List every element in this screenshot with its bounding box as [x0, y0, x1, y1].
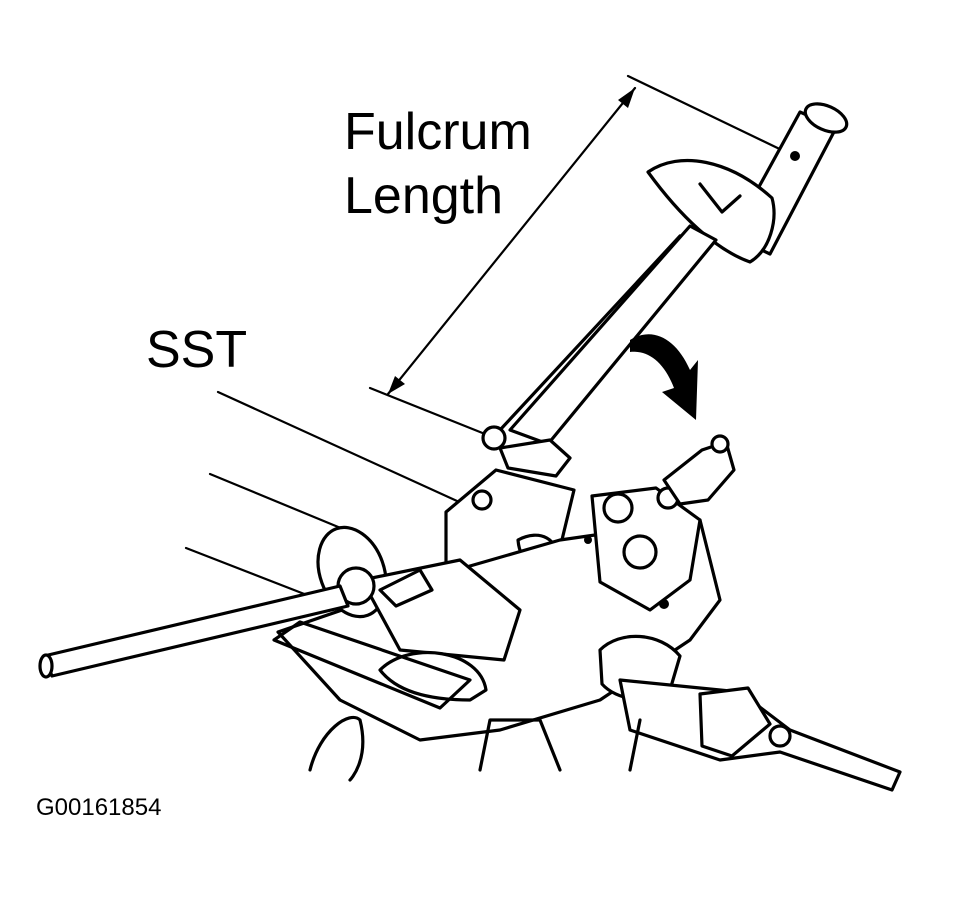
sst-leader-line: [216, 390, 470, 508]
valve-fitting: [662, 440, 736, 506]
dimension-arrowhead-bottom: [388, 376, 405, 394]
pinion-key: [378, 568, 434, 608]
rack-end-nut: [698, 686, 772, 758]
fitting-tip: [710, 434, 730, 454]
rack-and-tie-rod: [618, 678, 902, 792]
reference-line-1: [208, 472, 362, 538]
grip-detail: [698, 182, 742, 214]
torque-wrench: [481, 102, 849, 478]
tie-rod-joint: [768, 724, 792, 748]
input-rod-end: [38, 653, 54, 679]
fulcrum-length-label-line2: Length: [344, 167, 504, 225]
dimension-extension-line-bottom: [368, 386, 492, 438]
wrench-pointer-rod: [498, 234, 682, 432]
wrench-grip-flange: [646, 158, 776, 264]
mount-bolt-dot-2: [584, 536, 592, 544]
fulcrum-length-dimension: [368, 74, 792, 438]
sst-label: SST: [146, 321, 248, 379]
base-plate: [272, 620, 472, 710]
wrench-handle-end: [803, 102, 849, 134]
mount-bolt-dot-1: [659, 599, 669, 609]
valve-port-2: [622, 534, 658, 570]
sst-bolt: [471, 489, 493, 511]
dimension-extension-line-top: [626, 74, 792, 156]
figure-id: G00161854: [36, 794, 162, 821]
handle-pivot-dot: [790, 151, 800, 161]
pointer-pivot: [481, 425, 507, 451]
valve-port-1: [602, 492, 634, 524]
wrench-head: [498, 438, 572, 478]
dimension-line: [386, 86, 637, 396]
wrench-beam: [508, 224, 718, 446]
rotation-direction-arrow: [630, 334, 698, 420]
fulcrum-length-label-line1: Fulcrum: [344, 103, 532, 161]
frame-line-right: [628, 718, 642, 772]
frame-curve-left: [308, 715, 365, 782]
mounting-bracket: [272, 620, 642, 782]
dimension-arrowhead-top: [618, 88, 635, 108]
steering-gear-housing: [276, 434, 736, 742]
rack-tube: [618, 678, 902, 792]
frame-curve-center: [478, 718, 562, 772]
